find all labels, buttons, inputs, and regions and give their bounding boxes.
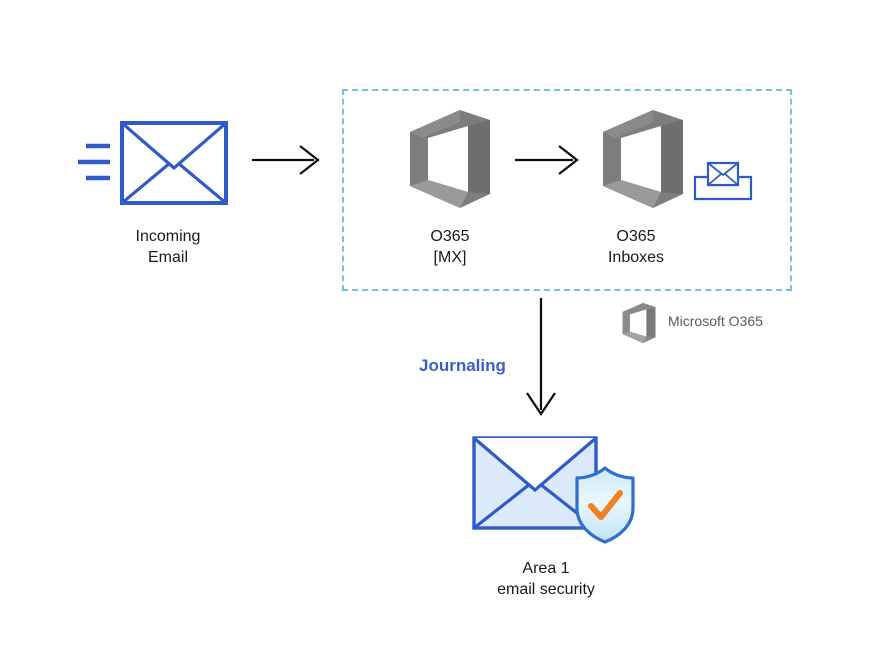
area1-email-security-node[interactable] [468, 432, 635, 544]
envelope-with-motion-lines-icon [78, 121, 228, 205]
legend-label: Microsoft O365 [668, 313, 763, 329]
legend-office-logo [620, 302, 658, 344]
office-365-logo-icon [410, 110, 490, 208]
connector-mx-to-inboxes [515, 140, 590, 180]
connector-incoming-to-mx [252, 140, 332, 180]
o365-inboxes-node[interactable] [597, 108, 689, 210]
area1-email-security-label: Area 1 email security [497, 560, 595, 598]
o365-boundary-zone [342, 89, 792, 291]
o365-mx-node[interactable] [404, 108, 496, 210]
incoming-email-label: Incoming Email [135, 228, 201, 266]
incoming-email-node[interactable] [70, 115, 235, 210]
office-365-logo-icon [603, 110, 683, 208]
o365-mx-label: O365 [MX] [430, 228, 470, 266]
journaling-label: Journaling [419, 356, 506, 375]
office-365-logo-icon [622, 302, 656, 344]
connector-inboxes-to-area1 [516, 298, 566, 422]
o365-inboxes-badge [692, 160, 754, 202]
arrow-right-icon [515, 145, 579, 175]
o365-inboxes-label: O365 Inboxes [607, 228, 665, 266]
arrow-down-icon [526, 298, 556, 416]
arrow-right-icon [252, 145, 320, 175]
inbox-tray-envelope-icon [693, 161, 753, 201]
envelope-shield-check-icon [472, 436, 635, 544]
